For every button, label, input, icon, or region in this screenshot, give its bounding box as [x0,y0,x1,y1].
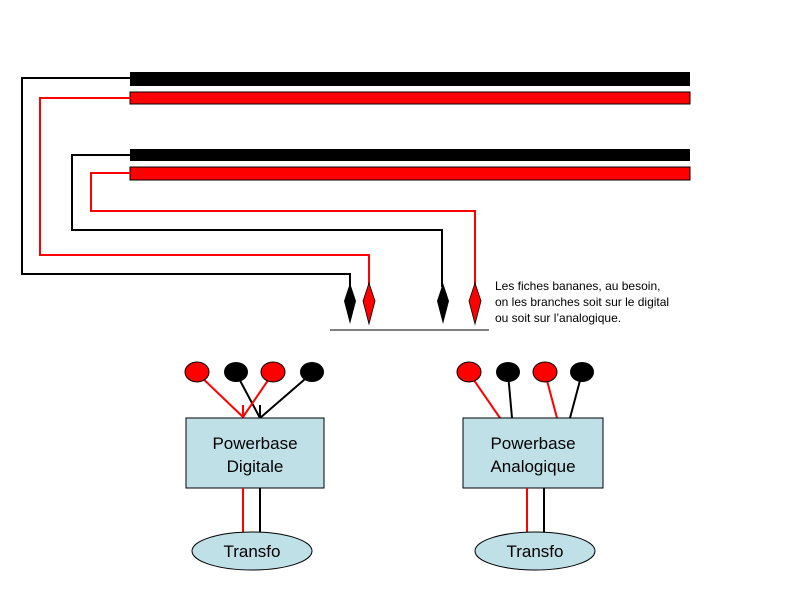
transfo-digital-ellipse [191,531,313,571]
powerbase-analog-line2: Analogique [490,457,575,476]
digital-wire-red-1 [196,372,244,418]
rail-2-red [129,166,691,181]
analog-socket-black-1 [496,362,520,382]
powerbase-analog-line1: Powerbase [490,434,575,453]
note-line-2: on les branches soit sur le digital [495,295,670,309]
banana-plug-black-1 [344,283,356,324]
wire-rail2-red [90,172,476,287]
digital-wire-black-2 [259,372,313,419]
powerbase-digital-group: Powerbase Digitale Transfo [184,361,325,571]
powerbase-digital-box [185,417,325,489]
digital-socket-red-1 [184,361,210,383]
wire-rail1-red [39,97,370,287]
rail-2-black [130,149,690,161]
rail-1-red [129,91,691,105]
wire-rail2-black [71,154,443,287]
powerbase-analog-group: Powerbase Analogique Transfo [456,361,604,571]
digital-socket-red-2 [260,361,286,383]
note-line-1: Les fiches bananes, au besoin, [495,279,661,293]
wire-rail1-black [21,77,351,287]
analog-socket-red-1 [456,361,482,383]
banana-plug-red-1 [362,281,376,326]
banana-plug-note: Les fiches bananes, au besoin, on les br… [495,278,669,326]
digital-socket-black-1 [224,362,248,382]
analog-socket-black-2 [570,362,594,382]
transfo-digital-label: Transfo [223,542,280,561]
banana-plug-red-2 [468,281,482,326]
powerbase-digital-line1: Powerbase [212,434,297,453]
powerbase-digital-line2: Digitale [227,457,284,476]
transfo-analog-ellipse [474,531,596,571]
banana-plug-black-2 [437,283,449,324]
digital-socket-black-2 [300,362,324,382]
note-line-3: ou soit sur l’analogique. [495,311,622,325]
analog-socket-red-2 [532,361,558,383]
rail-1-black [130,72,690,86]
powerbase-analog-box [462,417,604,489]
transfo-analog-label: Transfo [506,542,563,561]
